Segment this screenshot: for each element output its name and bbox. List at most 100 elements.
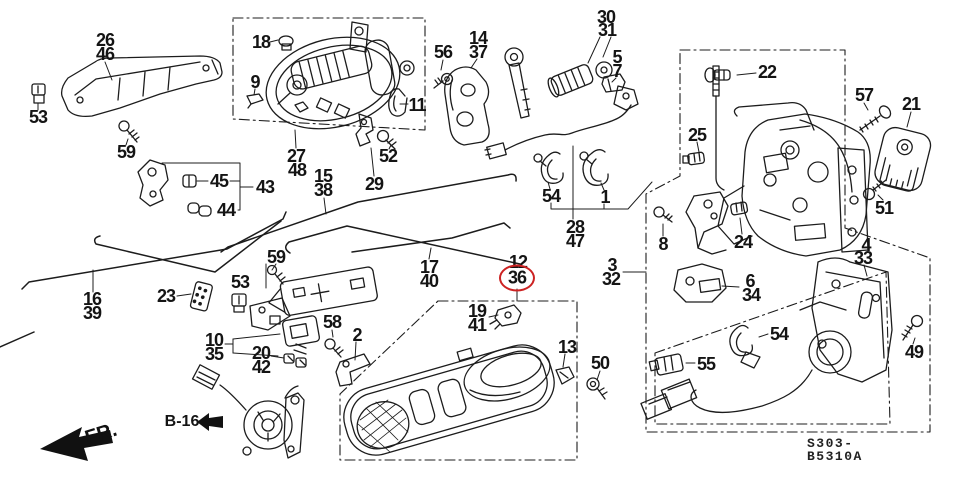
part-label-25: 25 [687,125,707,145]
part-label-9: 9 [250,72,260,92]
part-label-20: 20 [251,343,271,363]
part-label-59: 59 [266,247,286,267]
part-label-47: 47 [565,231,585,251]
part-label-32: 32 [601,269,621,289]
fr-arrow-icon [40,427,113,461]
part-label-38: 38 [313,180,333,200]
clip-24-drawing [730,201,749,216]
part-label-42: 42 [251,357,271,377]
bolt-22-drawing [704,67,731,83]
part-label-35: 35 [204,344,224,364]
part-label-51: 51 [874,198,894,218]
leader-lines [37,36,916,381]
rod-hook-54b-drawing [729,324,761,369]
part-label-56: 56 [433,42,453,62]
part-label-37: 37 [468,42,488,62]
rod-hook-54-drawing [533,151,564,184]
bolt-56-drawing [433,72,454,89]
screw-59-top-drawing [118,120,140,143]
lock-actuator-drawing [640,257,893,420]
part-label-59: 59 [116,142,136,162]
rod-hook-1-drawing [579,149,609,186]
part-label-50: 50 [590,353,610,373]
part-label-31: 31 [597,20,617,40]
outer-handle-assembly-drawing [246,21,415,130]
clip-13-drawing [555,366,575,385]
sub-latch-6-drawing [673,263,727,303]
part-label-33: 33 [853,248,873,268]
part-label-54: 54 [541,186,561,206]
screw-52-drawing [376,129,397,150]
part-label-24: 24 [733,232,753,252]
inner-handle-lever-drawing [335,353,371,387]
clip-25-drawing [682,151,706,166]
screw-58-drawing [324,338,344,358]
part-label-58: 58 [322,312,342,332]
part-label-16: 16 [82,289,102,309]
latch-43-drawing [137,159,212,217]
part-label-5: 5 [612,47,622,67]
lock-cylinder-drawing [547,61,626,98]
part-label-34: 34 [741,285,761,305]
part-label-53: 53 [28,107,48,127]
part-label-4: 4 [861,235,871,255]
b16-arrow-icon [197,413,223,431]
door-striker-drawing [874,126,932,192]
b16-actuator-drawing [191,364,305,459]
part-label-13: 13 [557,337,577,357]
part-label-49: 49 [904,342,924,362]
door-key-drawing [504,47,531,119]
part-label-21: 21 [901,94,921,114]
group-box-outer-handle [232,17,426,131]
part-label-39: 39 [82,303,102,323]
part-label-7: 7 [612,61,622,81]
part-label-11: 11 [408,95,426,115]
part-label-55: 55 [696,354,716,374]
group-box-lock-actuator [654,271,891,425]
part-label-23: 23 [156,286,176,306]
part-label-57: 57 [854,85,874,105]
part-label-8: 8 [658,234,668,254]
clip-53-bottom-drawing [231,293,247,313]
group-box-inner-handle [339,300,578,461]
part-label-27: 27 [286,146,306,166]
clip-55-drawing [648,353,684,376]
screw-49-drawing [901,314,924,341]
key-cylinder-switch-harness-drawing [484,85,639,160]
part-label-44: 44 [216,200,236,220]
part-label-53: 53 [230,272,250,292]
control-rods [0,173,521,348]
group-box-door-lock [645,49,931,433]
part-label-17: 17 [419,257,439,277]
screw-57-drawing [859,105,892,133]
part-label-6: 6 [745,271,755,291]
part-label-22: 22 [757,62,777,82]
part-label-30: 30 [596,7,616,27]
part-label-40: 40 [419,271,439,291]
clip-19-drawing [489,304,522,330]
clip-53-top-drawing [31,83,46,104]
part-label-15: 15 [313,166,333,186]
u-clip-11-drawing [388,88,408,117]
part-label-36: 36 [498,264,536,292]
part-label-45: 45 [209,171,229,191]
screw-59-bottom-drawing [266,264,286,285]
part-label-10: 10 [204,330,224,350]
screw-51-drawing [862,179,887,201]
part-label-29: 29 [364,174,384,194]
part-label-18: 18 [251,32,271,52]
inner-trim-panel-drawing [343,344,555,456]
part-label-14: 14 [468,28,488,48]
inner-handle-base-drawing [249,266,378,355]
diagram-part-code: S303-B5310A [807,436,863,464]
latch-bracket-drawing [685,191,729,255]
bracket-29-drawing [355,113,374,147]
part-label-3: 3 [607,255,617,275]
screw-50-drawing [586,377,608,400]
part-label-43: 43 [255,177,275,197]
pad-23-drawing [189,281,213,312]
part-label-52: 52 [378,146,398,166]
part-label-28: 28 [565,217,585,237]
part-label-46: 46 [95,44,115,64]
